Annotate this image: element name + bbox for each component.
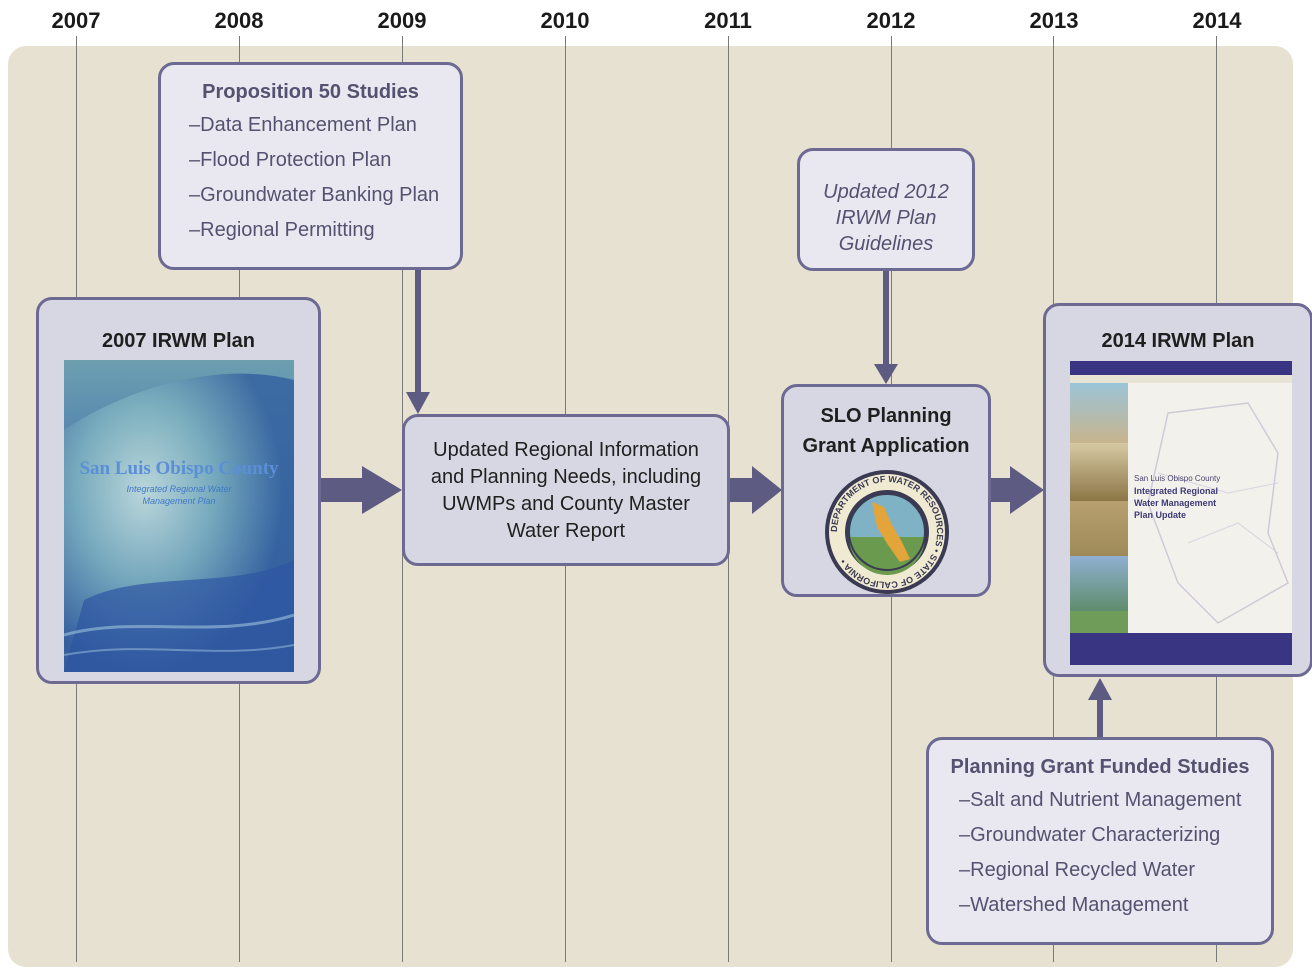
grant-studies-item: –Salt and Nutrient Management: [959, 789, 1242, 811]
dwr-seal: DEPARTMENT OF WATER RESOURCES • STATE OF…: [825, 470, 949, 594]
grant-studies-item: –Watershed Management: [959, 894, 1189, 916]
guidelines-box: Updated 2012 IRWM Plan Guidelines: [797, 148, 975, 271]
guidelines-line: Updated 2012: [823, 181, 949, 203]
prop50-item: –Groundwater Banking Plan: [189, 184, 440, 206]
slo-grant-box: SLO Planning Grant Application DEPARTMEN…: [781, 384, 991, 597]
regional-info-line: UWMPs and County Master: [442, 493, 690, 515]
plan-2014-cover-line: Plan Update: [1134, 510, 1187, 520]
year-label-2011: 2011: [704, 8, 752, 33]
regional-info-line: Updated Regional Information: [433, 439, 699, 461]
prop50-item: –Flood Protection Plan: [189, 149, 392, 171]
prop50-studies-box: Proposition 50 Studies –Data Enhancement…: [158, 62, 463, 270]
year-label-2013: 2013: [1029, 8, 1079, 33]
regional-info-line: and Planning Needs, including: [430, 466, 702, 488]
plan-2007-cover-title: San Luis Obispo County: [79, 458, 279, 479]
prop50-item: –Data Enhancement Plan: [189, 114, 417, 136]
year-label-2010: 2010: [540, 8, 590, 33]
year-label-2014: 2014: [1192, 8, 1242, 33]
prop50-item: –Regional Permitting: [189, 219, 375, 241]
plan-2014-title: 2014 IRWM Plan: [1101, 330, 1255, 352]
prop50-title: Proposition 50 Studies: [202, 81, 419, 103]
plan-2007-box: 2007 IRWM Plan San Luis Obispo C: [36, 297, 321, 684]
plan-2014-cover-line: Integrated Regional: [1134, 486, 1219, 496]
plan-2014-box: 2014 IRWM Plan San Luis Obispo County In…: [1043, 303, 1312, 677]
slo-grant-title: Grant Application: [802, 435, 970, 457]
plan-2014-cover-image: San Luis Obispo County Integrated Region…: [1070, 361, 1292, 665]
plan-2007-cover-subtitle: Management Plan: [142, 496, 216, 506]
grant-studies-box: Planning Grant Funded Studies –Salt and …: [926, 737, 1274, 945]
grant-studies-item: –Groundwater Characterizing: [959, 824, 1221, 846]
grant-studies-item: –Regional Recycled Water: [959, 859, 1196, 881]
guidelines-line: Guidelines: [838, 233, 934, 255]
slo-grant-title: SLO Planning: [820, 405, 952, 427]
year-label-2012: 2012: [866, 8, 916, 33]
plan-2007-cover-subtitle: Integrated Regional Water: [126, 484, 232, 494]
year-label-2008: 2008: [214, 8, 264, 33]
year-label-2007: 2007: [51, 8, 101, 33]
regional-info-line: Water Report: [506, 520, 626, 542]
plan-2007-title: 2007 IRWM Plan: [101, 330, 256, 352]
regional-info-box: Updated Regional Information and Plannin…: [402, 414, 730, 566]
plan-2014-cover-line: Water Management: [1134, 498, 1217, 508]
plan-2007-cover-image: San Luis Obispo County Integrated Region…: [64, 360, 294, 672]
plan-2014-cover-county: San Luis Obispo County: [1134, 474, 1221, 483]
grant-studies-title: Planning Grant Funded Studies: [950, 756, 1250, 778]
year-label-2009: 2009: [377, 8, 427, 33]
guidelines-line: IRWM Plan: [835, 207, 937, 229]
